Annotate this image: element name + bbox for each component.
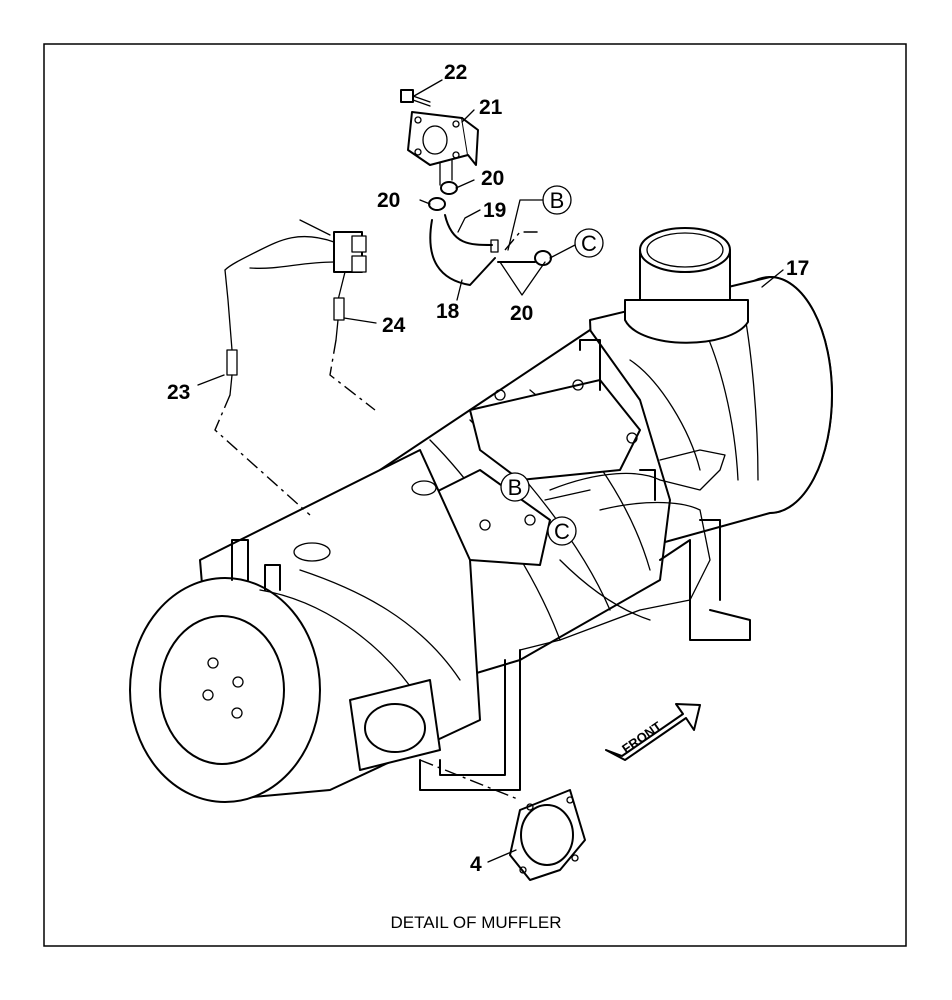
callout-24: 24 [382, 314, 406, 337]
clips-part-20 [428, 181, 552, 266]
connector-b-body: B [500, 472, 530, 502]
connector-c-body-label: C [554, 519, 570, 544]
callout-20-top: 20 [481, 167, 504, 190]
callout-numbers: 22 21 20 20 19 18 20 17 24 23 4 [167, 61, 809, 876]
callout-21: 21 [479, 96, 503, 119]
diagram-caption: DETAIL OF MUFFLER [391, 913, 562, 932]
temperature-sensors [224, 219, 367, 396]
leader-lines [197, 79, 784, 863]
callout-17: 17 [786, 257, 809, 280]
connector-c-body: C [547, 516, 577, 546]
connector-c-top: C [549, 228, 604, 259]
bolt-part-22 [400, 89, 431, 107]
callout-20-bottom: 20 [510, 302, 533, 325]
connector-c-top-label: C [581, 231, 597, 256]
callout-19: 19 [483, 199, 506, 222]
callout-23: 23 [167, 381, 190, 404]
callout-4: 4 [470, 853, 482, 876]
callout-20-left: 20 [377, 189, 400, 212]
connector-b-top: B [507, 185, 572, 251]
muffler-assembly [129, 227, 833, 803]
hoses-part-18-19 [429, 214, 536, 286]
callout-22: 22 [444, 61, 467, 84]
gasket-part-4 [509, 789, 586, 881]
pressure-sensor-part-21 [407, 111, 479, 186]
connector-b-top-label: B [550, 188, 565, 213]
callout-18: 18 [436, 300, 460, 323]
connector-b-body-label: B [508, 475, 523, 500]
